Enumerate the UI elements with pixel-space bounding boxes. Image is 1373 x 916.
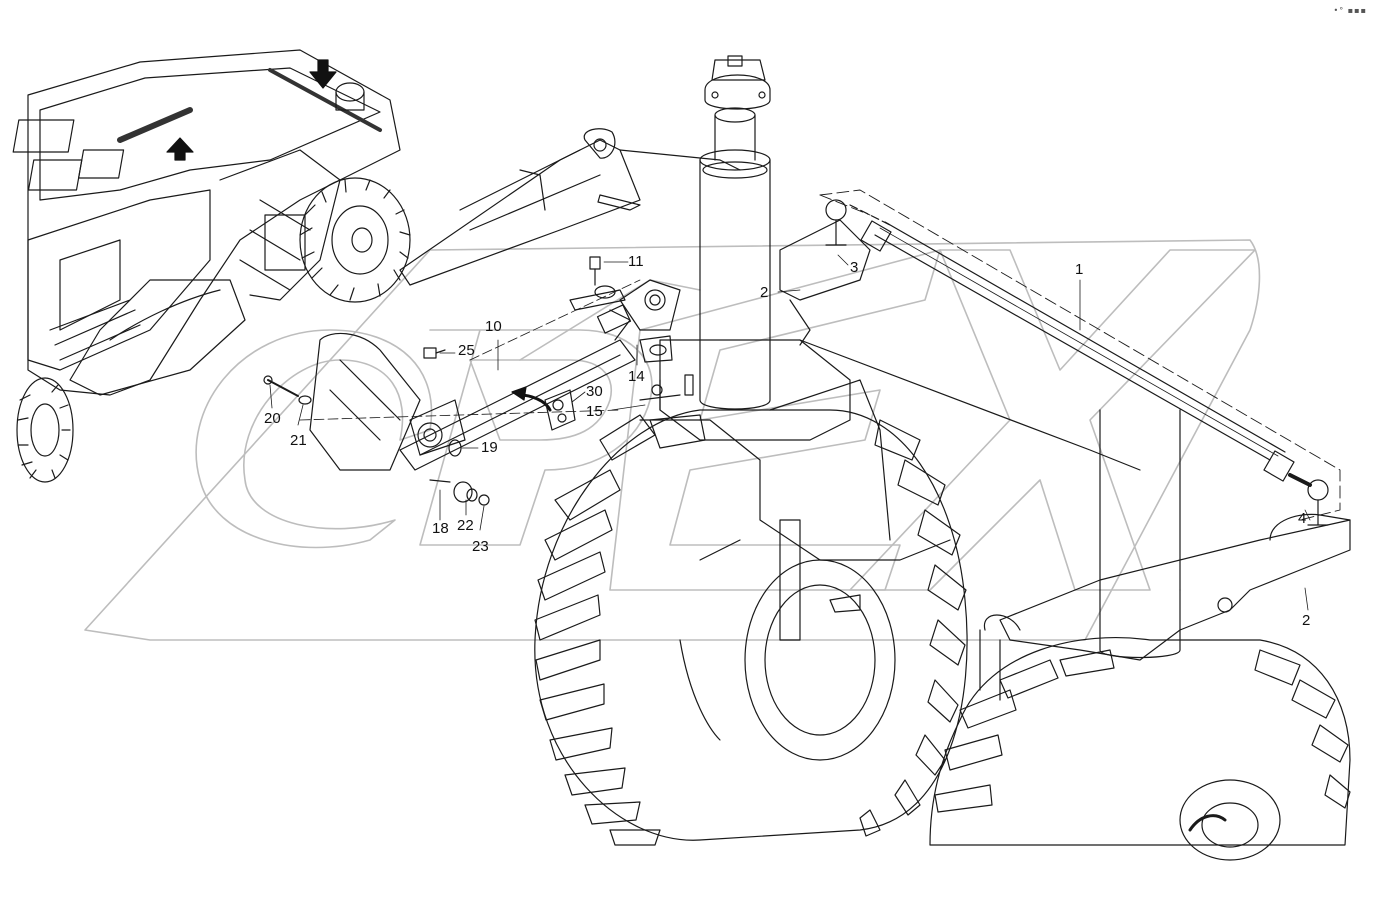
harvester-overview	[12, 49, 411, 483]
callout-30: 30	[586, 383, 603, 400]
callout-2: 2	[760, 284, 769, 301]
callout-4: 4	[1298, 510, 1307, 527]
callout-1: 1	[1075, 261, 1084, 278]
callout-20: 20	[264, 410, 281, 427]
callout-23: 23	[472, 538, 489, 555]
callout-14: 14	[628, 368, 645, 385]
callout-10: 10	[485, 318, 502, 335]
callout-3: 3	[850, 259, 859, 276]
callout-15: 15	[586, 403, 603, 420]
callout-19: 19	[481, 439, 498, 456]
main-tire	[534, 409, 968, 846]
leader-lines	[269, 254, 1311, 611]
callout-18: 18	[432, 520, 449, 537]
callout-21: 21	[290, 432, 307, 449]
corner-mark: •° ▪▪▪	[1333, 6, 1367, 15]
second-tire	[929, 637, 1351, 861]
callout-22: 22	[457, 517, 474, 534]
tie-rod	[819, 189, 1341, 526]
callout-11: 11	[628, 253, 644, 270]
kingpin-column	[699, 55, 771, 410]
rear-beam	[399, 128, 741, 286]
steering-cylinder	[263, 256, 694, 506]
callout-2-right: 2	[1302, 612, 1311, 629]
callout-25: 25	[458, 342, 475, 359]
watermark-logo	[84, 239, 1261, 641]
